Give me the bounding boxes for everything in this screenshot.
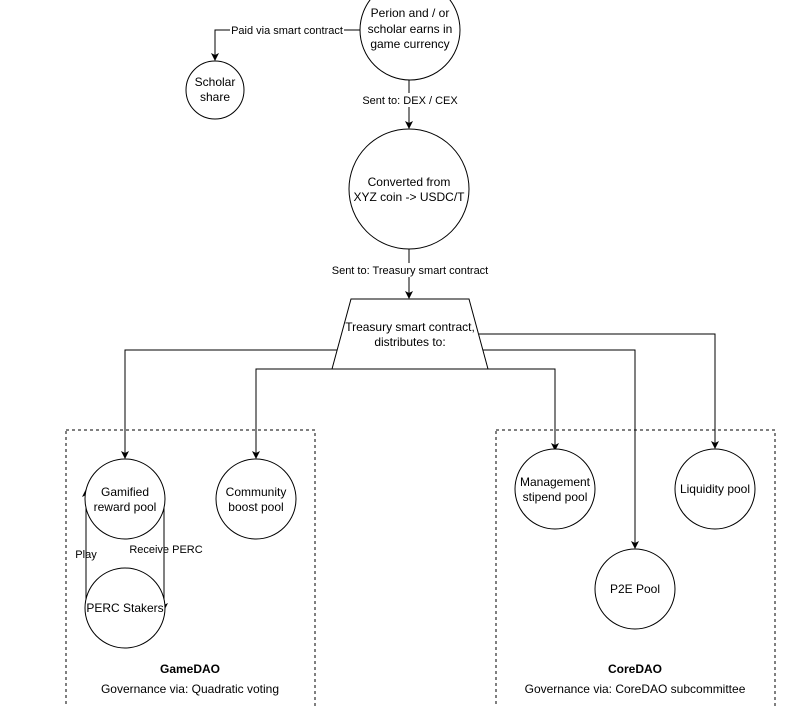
edge-label-treasury: Sent to: Treasury smart contract <box>332 265 489 277</box>
svg-text:share: share <box>200 90 230 104</box>
node-scholar-share: Scholar share <box>185 60 245 120</box>
svg-text:Converted from: Converted from <box>368 175 451 189</box>
edge-label-play: Play <box>75 549 97 561</box>
svg-text:Community: Community <box>226 485 287 499</box>
svg-text:boost pool: boost pool <box>228 500 283 514</box>
edge-to-p2e <box>483 349 639 549</box>
svg-text:Management: Management <box>520 475 591 489</box>
coredao-title: CoreDAO <box>608 662 662 676</box>
svg-text:P2E Pool: P2E Pool <box>610 582 660 596</box>
edge-to-gamified <box>121 349 337 459</box>
coredao-subtitle: Governance via: CoreDAO subcommittee <box>525 682 746 696</box>
svg-text:XYZ coin -> USDC/T: XYZ coin -> USDC/T <box>353 190 465 204</box>
edge-label-dex: Sent to: DEX / CEX <box>362 95 458 107</box>
svg-text:game currency: game currency <box>370 37 449 51</box>
edge-to-community <box>252 368 332 459</box>
gamedao-subtitle: Governance via: Quadratic voting <box>101 682 279 696</box>
svg-text:stipend pool: stipend pool <box>523 490 588 504</box>
node-perc-stakers: PERC Stakers <box>84 567 166 649</box>
svg-text:Scholar: Scholar <box>195 75 236 89</box>
edge-label-paid: Paid via smart contract <box>231 25 343 37</box>
svg-text:Gamified: Gamified <box>101 485 149 499</box>
svg-text:scholar earns in: scholar earns in <box>368 22 453 36</box>
gamedao-title: GameDAO <box>160 662 220 676</box>
node-p2e-pool: P2E Pool <box>594 548 676 630</box>
edge-to-management <box>487 368 559 451</box>
node-convert: Converted from XYZ coin -> USDC/T <box>348 128 470 250</box>
svg-text:Treasury smart contract,: Treasury smart contract, <box>345 320 475 334</box>
node-community-boost-pool: Community boost pool <box>215 458 297 540</box>
node-liquidity-pool: Liquidity pool <box>674 448 756 530</box>
node-management-stipend-pool: Management stipend pool <box>514 448 596 530</box>
edge-label-receive: Receive PERC <box>129 544 202 556</box>
svg-text:distributes to:: distributes to: <box>374 335 445 349</box>
svg-text:Liquidity pool: Liquidity pool <box>680 482 750 496</box>
svg-text:Perion and / or: Perion and / or <box>371 6 450 20</box>
node-treasury: Treasury smart contract, distributes to: <box>331 298 489 370</box>
svg-text:reward pool: reward pool <box>94 500 157 514</box>
node-earn: Perion and / or scholar earns in game cu… <box>359 0 461 81</box>
node-gamified-reward-pool: Gamified reward pool <box>84 458 166 540</box>
edge-to-liquidity <box>479 333 719 449</box>
svg-text:PERC Stakers: PERC Stakers <box>86 601 163 615</box>
gamedao-group <box>65 429 316 706</box>
